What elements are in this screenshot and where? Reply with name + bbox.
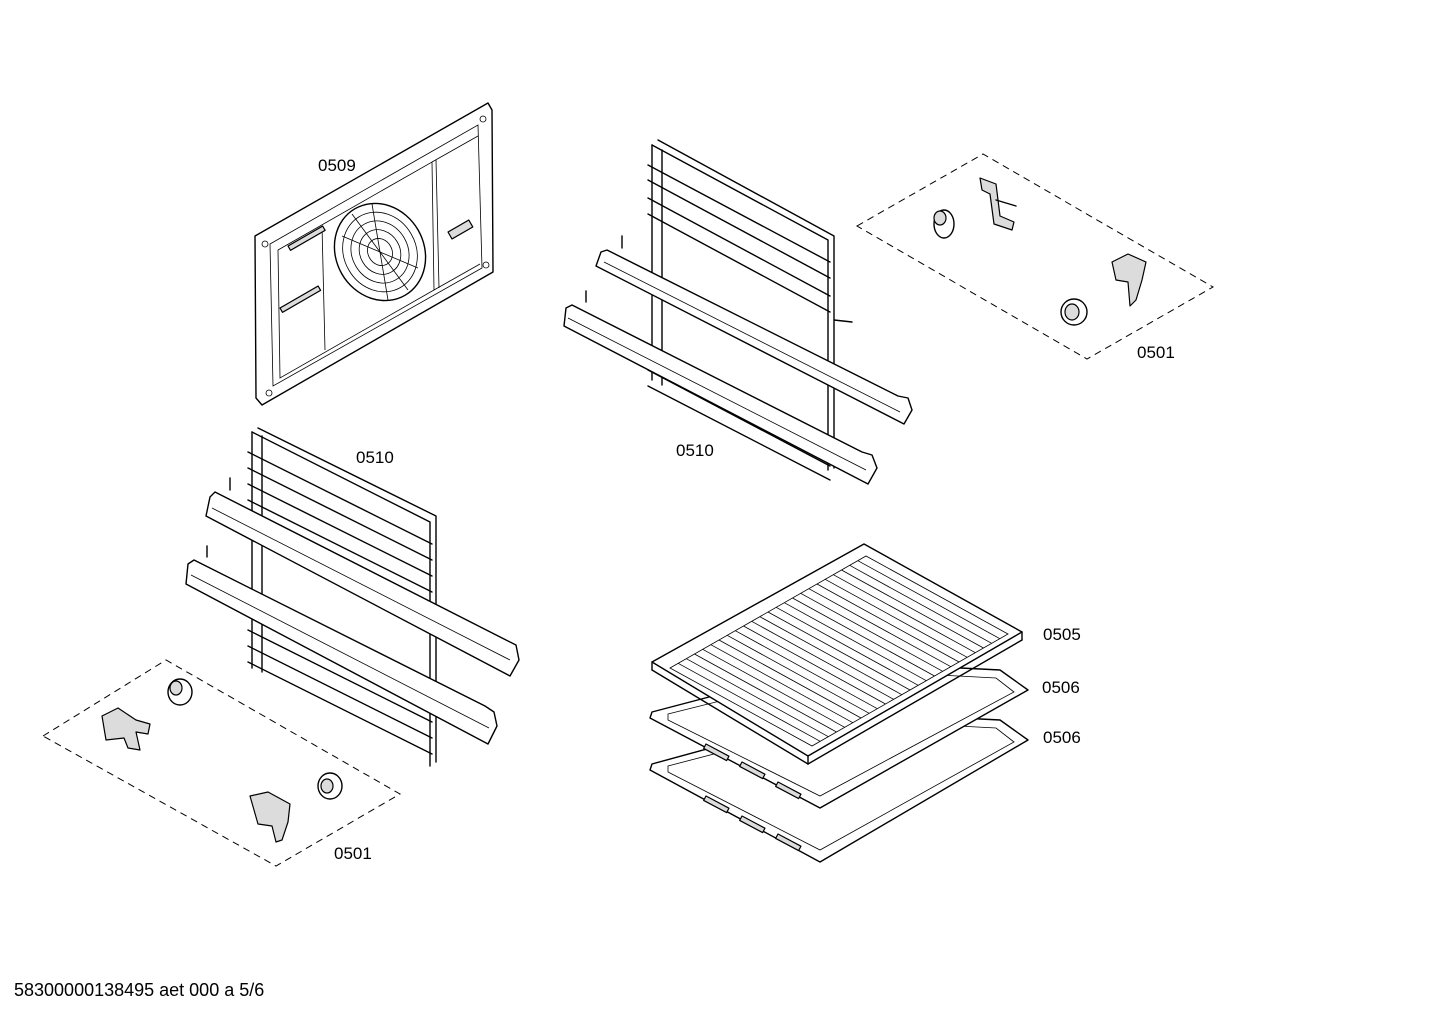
grid-bars <box>677 560 1001 742</box>
label-0501-clips-bottom: 0501 <box>334 844 372 863</box>
plug-icon <box>167 678 193 706</box>
grid-bar <box>767 611 911 691</box>
clip-set-0501-top <box>855 153 1215 360</box>
grid-bar <box>735 630 878 710</box>
grid-bar <box>775 606 919 686</box>
label-0510-rack-left: 0510 <box>356 448 394 467</box>
grid-bar <box>857 560 1001 640</box>
grid-bar <box>677 662 821 742</box>
grid-bar <box>751 620 894 700</box>
grid-bar <box>841 569 984 649</box>
wire-grid-shelf-0505 <box>651 543 1023 765</box>
grid-bar <box>800 592 943 672</box>
clip-set-0501-bottom <box>42 659 402 867</box>
grid-bar <box>702 648 845 728</box>
grid-bar <box>686 658 829 738</box>
fan-guard-icon <box>333 202 427 302</box>
rack-bracket-icon <box>1111 253 1147 307</box>
rack-bracket-icon <box>101 707 151 751</box>
rack-bracket-icon <box>979 177 1017 231</box>
grid-bar <box>824 578 968 658</box>
shelf-support-rack-0510-top <box>563 139 913 485</box>
grid-bar <box>833 574 976 654</box>
grid-bar <box>808 588 952 668</box>
grid-bar <box>784 602 927 682</box>
drawing-reference-footer: 58300000138495 aet 000 a 5/6 <box>14 980 265 1000</box>
grid-bar <box>694 653 837 733</box>
grid-bar <box>792 597 935 677</box>
label-0509-back-panel: 0509 <box>318 156 356 175</box>
shelf-support-rack-0510-left <box>185 427 520 767</box>
grid-bar <box>726 634 870 714</box>
grid-bar <box>849 564 992 644</box>
grid-bar <box>759 616 903 696</box>
plug-icon <box>933 209 955 239</box>
grid-bar <box>718 639 862 719</box>
label-0501-clips-top: 0501 <box>1137 343 1175 362</box>
label-0505-grid-shelf: 0505 <box>1043 625 1081 644</box>
grommet-icon <box>317 772 343 800</box>
label-0510-rack-top: 0510 <box>676 441 714 460</box>
grid-bar <box>816 583 960 663</box>
label-0506-tray-upper: 0506 <box>1042 678 1080 697</box>
label-0506-tray-lower: 0506 <box>1043 728 1081 747</box>
oven-back-panel-0509 <box>254 102 494 406</box>
grid-bar <box>710 644 854 724</box>
grid-bar <box>743 625 886 705</box>
rack-bracket-icon <box>249 791 291 843</box>
grommet-icon <box>1060 298 1088 326</box>
